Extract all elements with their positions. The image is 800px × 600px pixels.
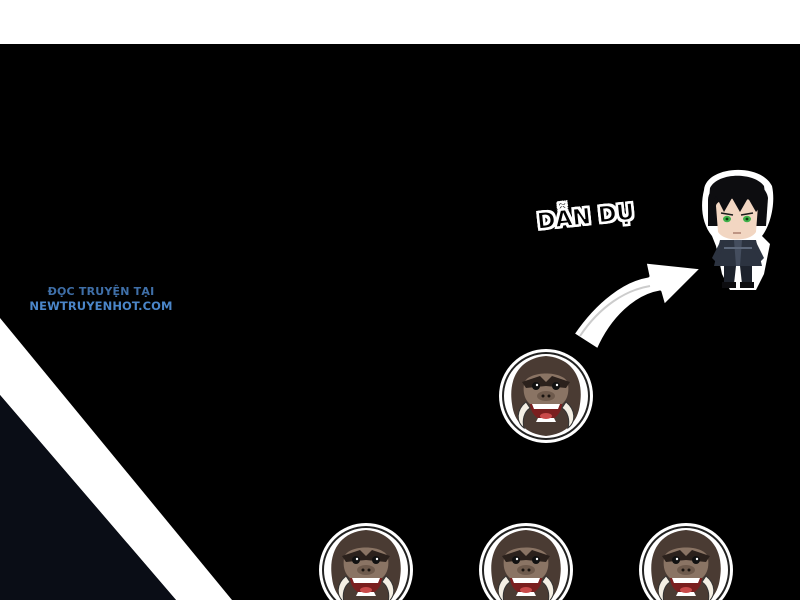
watermark-line-2: NEWTRUYENHOT.COM: [29, 299, 173, 314]
roaring-ape-head-icon: [498, 348, 594, 444]
chibi-swordsman-icon: [702, 169, 774, 290]
roaring-ape-head-icon: [318, 522, 414, 600]
ape-token-top: [498, 348, 594, 444]
roaring-ape-head-icon: [638, 522, 734, 600]
ape-token-bottom-left: [318, 522, 414, 600]
site-watermark: ĐỌC TRUYỆN TẠI NEWTRUYENHOT.COM: [14, 285, 188, 314]
comic-panel: [0, 44, 800, 600]
roaring-ape-head-icon: [478, 522, 574, 600]
ape-token-bottom-center: [478, 522, 574, 600]
ape-token-bottom-right: [638, 522, 734, 600]
stripe-shadow: [0, 395, 176, 600]
watermark-line-1: ĐỌC TRUYỆN TẠI: [47, 285, 155, 298]
diagonal-stripe: [0, 318, 232, 600]
curved-arrow-icon: [571, 260, 704, 352]
panel-artwork: [0, 169, 774, 600]
top-white-band: [0, 0, 800, 44]
